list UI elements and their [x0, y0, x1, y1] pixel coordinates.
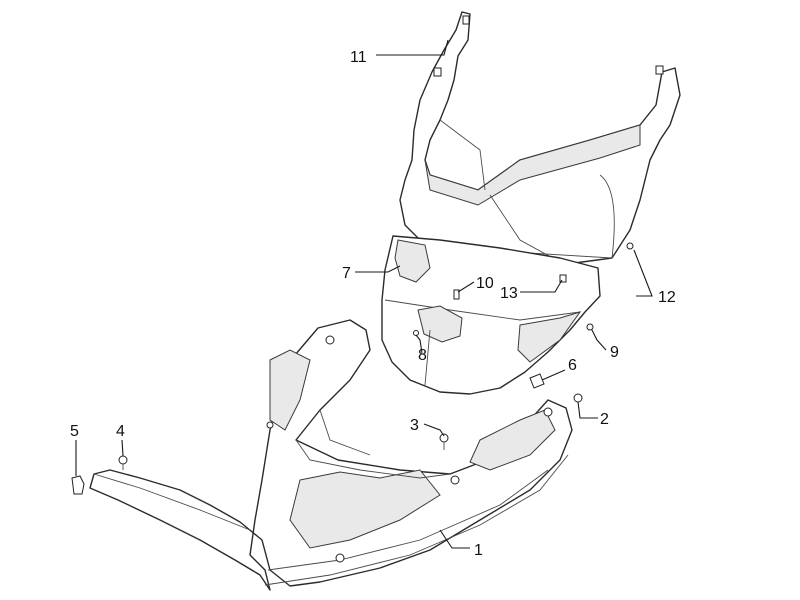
callout-8: 8 [418, 347, 427, 364]
callout-2: 2 [600, 411, 609, 428]
callout-4: 4 [116, 423, 125, 440]
callout-7: 7 [342, 265, 351, 282]
part-6-clip [529, 373, 545, 389]
callout-13: 13 [500, 285, 518, 302]
part-7-lower-inner-panel [381, 235, 601, 395]
callout-10: 10 [476, 275, 494, 292]
callout-labels: 11 7 10 13 12 9 8 6 2 3 4 5 1 [70, 49, 676, 559]
part-11-front-inner-shield [399, 11, 681, 266]
part-13-clip [559, 274, 567, 283]
callout-1: 1 [474, 542, 483, 559]
callout-6: 6 [568, 357, 577, 374]
part-1-footboard [89, 319, 573, 591]
callout-11: 11 [350, 49, 367, 66]
callout-9: 9 [610, 344, 619, 361]
part-5-bracket [71, 475, 85, 495]
callout-5: 5 [70, 423, 79, 440]
part-12-screw [626, 242, 634, 250]
leader-lines [75, 39, 653, 549]
part-8-screw [413, 330, 419, 336]
part-4-screw [118, 455, 128, 470]
callout-12: 12 [658, 289, 676, 306]
part-2-screw [573, 393, 583, 403]
callout-3: 3 [410, 417, 419, 434]
part-10-clip [453, 289, 460, 300]
part-9-screw [586, 323, 594, 331]
part-3-screw [439, 433, 449, 450]
